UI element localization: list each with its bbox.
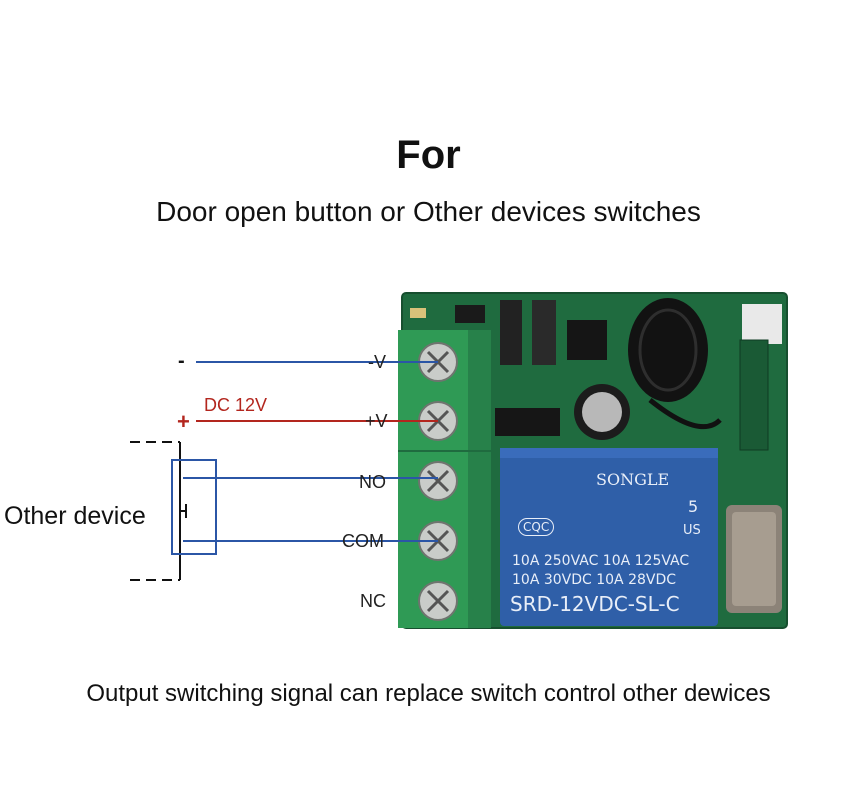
minus-sign: - xyxy=(178,350,185,372)
led-component xyxy=(410,308,426,318)
terminal-label-com: COM xyxy=(342,531,384,551)
terminal-label-plus-v: +V xyxy=(365,411,388,431)
resistor-component xyxy=(455,305,485,323)
terminal-label-no: NO xyxy=(359,472,386,492)
other-device-label: Other device xyxy=(4,502,146,530)
screw-slot xyxy=(426,589,450,613)
relay-us-mark: US xyxy=(683,523,701,538)
antenna-lead xyxy=(648,398,722,430)
relay-number: 5 xyxy=(688,497,699,516)
terminal-block-shade xyxy=(468,330,491,628)
diagram-footer-caption: Output switching signal can replace swit… xyxy=(86,680,771,707)
relay-body xyxy=(500,448,718,626)
receiver-module xyxy=(739,339,769,451)
relay-rating-line-2: 10A 30VDC 10A 28VDC xyxy=(512,572,677,588)
terminal-label-minus-v: -V xyxy=(368,352,386,372)
antenna-coil-inner xyxy=(638,308,698,392)
relay-brand: SONGLE xyxy=(596,470,670,489)
relay-model: SRD-12VDC-SL-C xyxy=(510,592,680,616)
terminal-label-nc: NC xyxy=(360,591,386,611)
ic-component xyxy=(495,408,560,436)
diagram-subtitle: Door open button or Other devices switch… xyxy=(156,196,701,227)
chip-component xyxy=(532,300,556,365)
dc-voltage-label: DC 12V xyxy=(204,395,268,415)
terminal-screws xyxy=(418,342,458,621)
crystal-top xyxy=(732,512,776,606)
capacitor-top xyxy=(582,392,622,432)
regulator-component xyxy=(567,320,607,360)
plus-sign: + xyxy=(177,409,190,434)
relay-top xyxy=(500,448,718,458)
diode-component xyxy=(500,300,522,365)
relay-cqc-mark: CQC xyxy=(518,518,555,536)
diagram-title: For xyxy=(396,133,461,177)
side-connector xyxy=(742,304,782,344)
device-switch-box xyxy=(171,459,217,555)
screw-slot xyxy=(426,469,450,493)
relay-rating-line-1: 10A 250VAC 10A 125VAC xyxy=(512,553,690,569)
